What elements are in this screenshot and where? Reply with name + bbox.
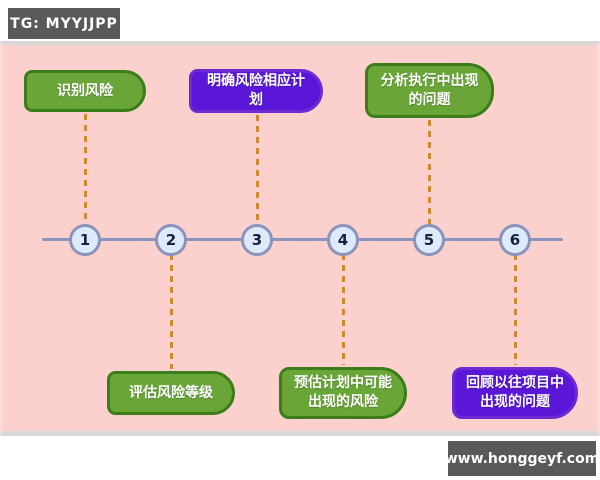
connector-dash-step-1 (84, 114, 87, 226)
connector-dash-step-3 (256, 115, 259, 226)
connector-dash-step-5 (428, 120, 431, 226)
step-4-label-pill: 预估计划中可能出现的风险 (279, 367, 407, 419)
connector-dash-step-6 (514, 254, 517, 365)
timeline-node-6: 6 (499, 224, 531, 256)
step-6-label-pill: 回顾以往项目中出现的问题 (452, 367, 578, 419)
timeline-node-4: 4 (327, 224, 359, 256)
tg-watermark-badge: TG: MYYJJPP (8, 8, 120, 39)
timeline-axis-line (42, 238, 563, 241)
step-2-label-pill: 评估风险等级 (107, 371, 235, 415)
connector-dash-step-4 (342, 254, 345, 365)
timeline-node-5: 5 (413, 224, 445, 256)
website-watermark-badge: www.honggeyf.com (445, 441, 599, 476)
step-1-label-pill: 识别风险 (24, 70, 146, 112)
step-3-label-pill: 明确风险相应计划 (189, 69, 323, 113)
timeline-node-1: 1 (69, 224, 101, 256)
timeline-node-3: 3 (241, 224, 273, 256)
timeline-node-2: 2 (155, 224, 187, 256)
connector-dash-step-2 (170, 254, 173, 369)
step-5-label-pill: 分析执行中出现的问题 (365, 63, 494, 118)
